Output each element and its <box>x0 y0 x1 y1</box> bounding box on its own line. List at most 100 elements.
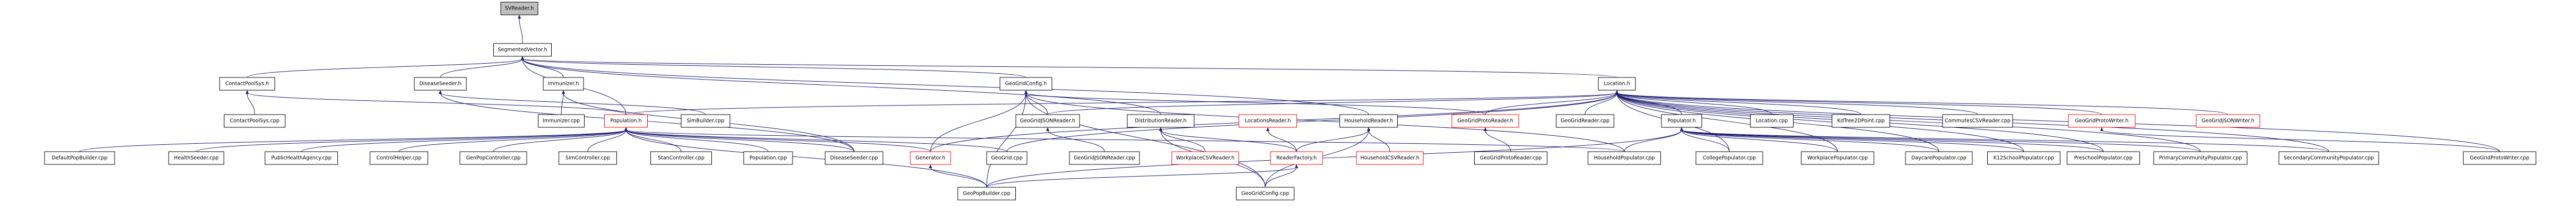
node-simb[interactable]: SimBuilder.cpp <box>681 114 730 128</box>
node-label: GeoGridProtoWriter.h <box>2075 118 2129 124</box>
node-cps-h[interactable]: ContactPoolSys.h <box>219 77 275 91</box>
node-box <box>1588 151 1661 165</box>
node-ggc-h[interactable]: GeoGridConfig.h <box>999 77 1052 91</box>
node-scp-cpp[interactable]: SecondaryCommunityPopulator.cpp <box>2278 151 2379 165</box>
node-pop-h[interactable]: Population.h <box>604 114 648 128</box>
node-ps-cpp[interactable]: PreschoolPopulator.cpp <box>2067 151 2140 165</box>
node-label: KdTree2DPoint.cpp <box>1837 118 1884 124</box>
node-label: SimController.cpp <box>565 155 610 161</box>
node-box <box>1069 151 1140 165</box>
node-ggpr-h[interactable]: GeoGridProtoReader.h <box>1451 114 1519 128</box>
node-box <box>1270 151 1323 165</box>
node-stc[interactable]: StanController.cpp <box>650 151 712 165</box>
node-svreader[interactable]: SVReader.h <box>500 2 538 15</box>
node-box <box>604 114 648 128</box>
node-ggpw-h[interactable]: GeoGridProtoWriter.h <box>2068 114 2136 128</box>
edge-ps-cpp-to-popr-h <box>1681 129 2104 152</box>
node-dp-cpp[interactable]: DaycarePopulator.cpp <box>1905 151 1973 165</box>
edge-ch-to-pop-h <box>398 129 626 152</box>
node-pop-cpp[interactable]: Population.cpp <box>743 151 793 165</box>
node-gpc[interactable]: GenPopController.cpp <box>459 151 527 165</box>
node-box <box>1474 151 1547 165</box>
node-segvec[interactable]: SegmentedVector.h <box>493 43 552 57</box>
node-hr-h[interactable]: HouseholdReader.h <box>1339 114 1398 128</box>
node-box <box>1127 114 1195 128</box>
node-lr-h[interactable]: LocationsReader.h <box>1239 114 1297 128</box>
node-label: HouseholdCSVReader.h <box>1360 155 1419 161</box>
nodes-layer: SVReader.hSegmentedVector.hContactPoolSy… <box>44 2 2536 200</box>
edge-arrowhead <box>624 127 628 131</box>
node-label: GeoGridJSONReader.cpp <box>1074 155 1135 161</box>
edge-ggc-cpp-to-ggc-h <box>1025 92 1266 188</box>
node-ggpr-cpp[interactable]: GeoGridProtoReader.cpp <box>1474 151 1547 165</box>
node-label: Population.cpp <box>750 155 787 161</box>
node-ds-cpp[interactable]: DiseaseSeeder.cpp <box>825 151 883 165</box>
node-label: HouseholdReader.h <box>1344 118 1393 124</box>
node-hs[interactable]: HealthSeeder.cpp <box>168 151 224 165</box>
node-pcp-cpp[interactable]: PrimaryCommunityPopulator.cpp <box>2153 151 2248 165</box>
node-label: Populator.h <box>1667 118 1695 124</box>
node-ccsv[interactable]: CommutesCSVReader.cpp <box>1942 114 2013 128</box>
node-label: StanController.cpp <box>658 155 704 161</box>
node-ggjr-cpp[interactable]: GeoGridJSONReader.cpp <box>1069 151 1140 165</box>
node-k12-cpp[interactable]: K12SchoolPopulator.cpp <box>1987 151 2060 165</box>
edge-ggc-cpp-to-rf-h <box>1265 167 1297 188</box>
node-ggjw-h[interactable]: GeoGridJSONWriter.h <box>2196 114 2260 128</box>
edge-arrowhead <box>929 164 932 168</box>
node-label: Location.cpp <box>1756 118 1788 124</box>
node-hcsv-h[interactable]: HouseholdCSVReader.h <box>1356 151 1424 165</box>
node-rf-h[interactable]: ReaderFactory.h <box>1270 151 1323 165</box>
node-ggr-cpp[interactable]: GeoGridReader.cpp <box>1556 114 1614 128</box>
node-gg-cpp[interactable]: GeoGrid.cpp <box>986 151 1028 165</box>
edge-wcsv-h-to-dr-h <box>1160 129 1206 152</box>
node-label: GeoPopBuilder.cpp <box>963 191 1010 197</box>
edge-arrowhead <box>2100 127 2103 131</box>
node-dpb[interactable]: DefaultPopBuilder.cpp <box>44 151 115 165</box>
node-box <box>265 151 338 165</box>
node-ggc-cpp[interactable]: GeoGridConfig.cpp <box>1236 187 1294 200</box>
node-ds-h[interactable]: DiseaseSeeder.h <box>414 77 467 91</box>
edge-kd2-to-loc-h <box>1616 92 1861 115</box>
node-label: DaycarePopulator.cpp <box>1911 155 1966 161</box>
node-pha[interactable]: PublicHealthAgency.cpp <box>265 151 338 165</box>
node-box <box>2278 151 2379 165</box>
node-cp-cpp[interactable]: CollegePopulator.cpp <box>1695 151 1763 165</box>
node-box <box>1171 151 1239 165</box>
node-box <box>414 77 467 91</box>
node-wcsv-h[interactable]: WorkplaceCSVReader.h <box>1171 151 1239 165</box>
node-kd2[interactable]: KdTree2DPoint.cpp <box>1832 114 1890 128</box>
node-box <box>1239 114 1297 128</box>
node-label: CommutesCSVReader.cpp <box>1945 118 2011 124</box>
node-box <box>1661 114 1702 128</box>
node-box <box>1451 114 1519 128</box>
node-box <box>219 77 275 91</box>
edge-loc-h-to-segvec <box>522 58 1617 78</box>
node-simc[interactable]: SimController.cpp <box>559 151 617 165</box>
node-imm-cpp[interactable]: Immunizer.cpp <box>538 114 585 128</box>
node-wp-cpp[interactable]: WorkplacePopulator.cpp <box>1801 151 1874 165</box>
edge-ggpw-cpp-to-ggpw-h <box>2101 129 2500 152</box>
node-label: HouseholdPopulator.cpp <box>1594 155 1655 161</box>
node-box <box>1832 114 1890 128</box>
node-ch[interactable]: ControlHelper.cpp <box>370 151 428 165</box>
node-box <box>1339 114 1398 128</box>
node-box <box>1942 114 2013 128</box>
node-hp-cpp[interactable]: HouseholdPopulator.cpp <box>1588 151 1661 165</box>
node-gen-h[interactable]: Generator.h <box>910 151 951 165</box>
node-imm-h[interactable]: Immunizer.h <box>543 77 584 91</box>
edge-gen-h-to-pop-h <box>625 129 931 152</box>
node-cps-cpp[interactable]: ContactPoolSys.cpp <box>224 114 285 128</box>
node-popr-h[interactable]: Populator.h <box>1661 114 1702 128</box>
node-loc-h[interactable]: Location.h <box>1598 77 1636 91</box>
node-dr-h[interactable]: DistributionReader.h <box>1127 114 1195 128</box>
node-ggpw-cpp[interactable]: GeoGridProtoWriter.cpp <box>2463 151 2536 165</box>
edge-gpb-cpp-to-ggc-h <box>986 92 1026 188</box>
edge-arrowhead <box>1159 127 1162 131</box>
node-loc-cpp[interactable]: Location.cpp <box>1750 114 1794 128</box>
edge-stc-to-pop-h <box>625 129 682 152</box>
node-gpb-cpp[interactable]: GeoPopBuilder.cpp <box>958 187 1016 200</box>
edge-ggpr-h-to-loc-h <box>1485 92 1617 115</box>
edge-pha-to-pop-h <box>301 129 626 152</box>
edge-ds-h-to-segvec <box>440 58 523 78</box>
node-ggjr-h[interactable]: GeoGridJSONReader.h <box>1015 114 1080 128</box>
